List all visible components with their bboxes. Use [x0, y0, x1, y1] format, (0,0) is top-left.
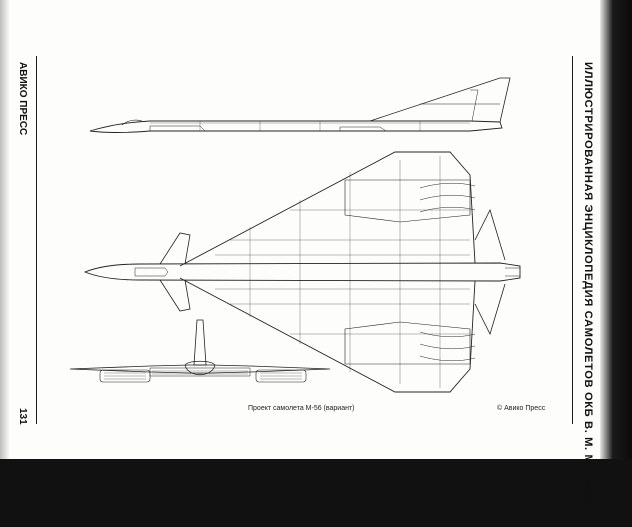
aircraft-drawings	[0, 0, 606, 459]
side-view	[90, 78, 510, 133]
binding-shadow	[0, 0, 10, 459]
front-view	[70, 320, 330, 382]
scanned-page: ИЛЛЮСТРИРОВАННАЯ ЭНЦИКЛОПЕДИЯ САМОЛЕТОВ …	[0, 0, 632, 459]
scanner-edge	[600, 0, 632, 459]
figure-caption: Проект самолета М-56 (вариант)	[248, 405, 355, 412]
right-margin-rule	[572, 56, 573, 424]
left-margin-rule	[36, 56, 37, 424]
book-page: ИЛЛЮСТРИРОВАННАЯ ЭНЦИКЛОПЕДИЯ САМОЛЕТОВ …	[0, 0, 608, 459]
copyright-notice: © Авико Пресс	[497, 405, 546, 412]
top-view	[85, 152, 520, 392]
